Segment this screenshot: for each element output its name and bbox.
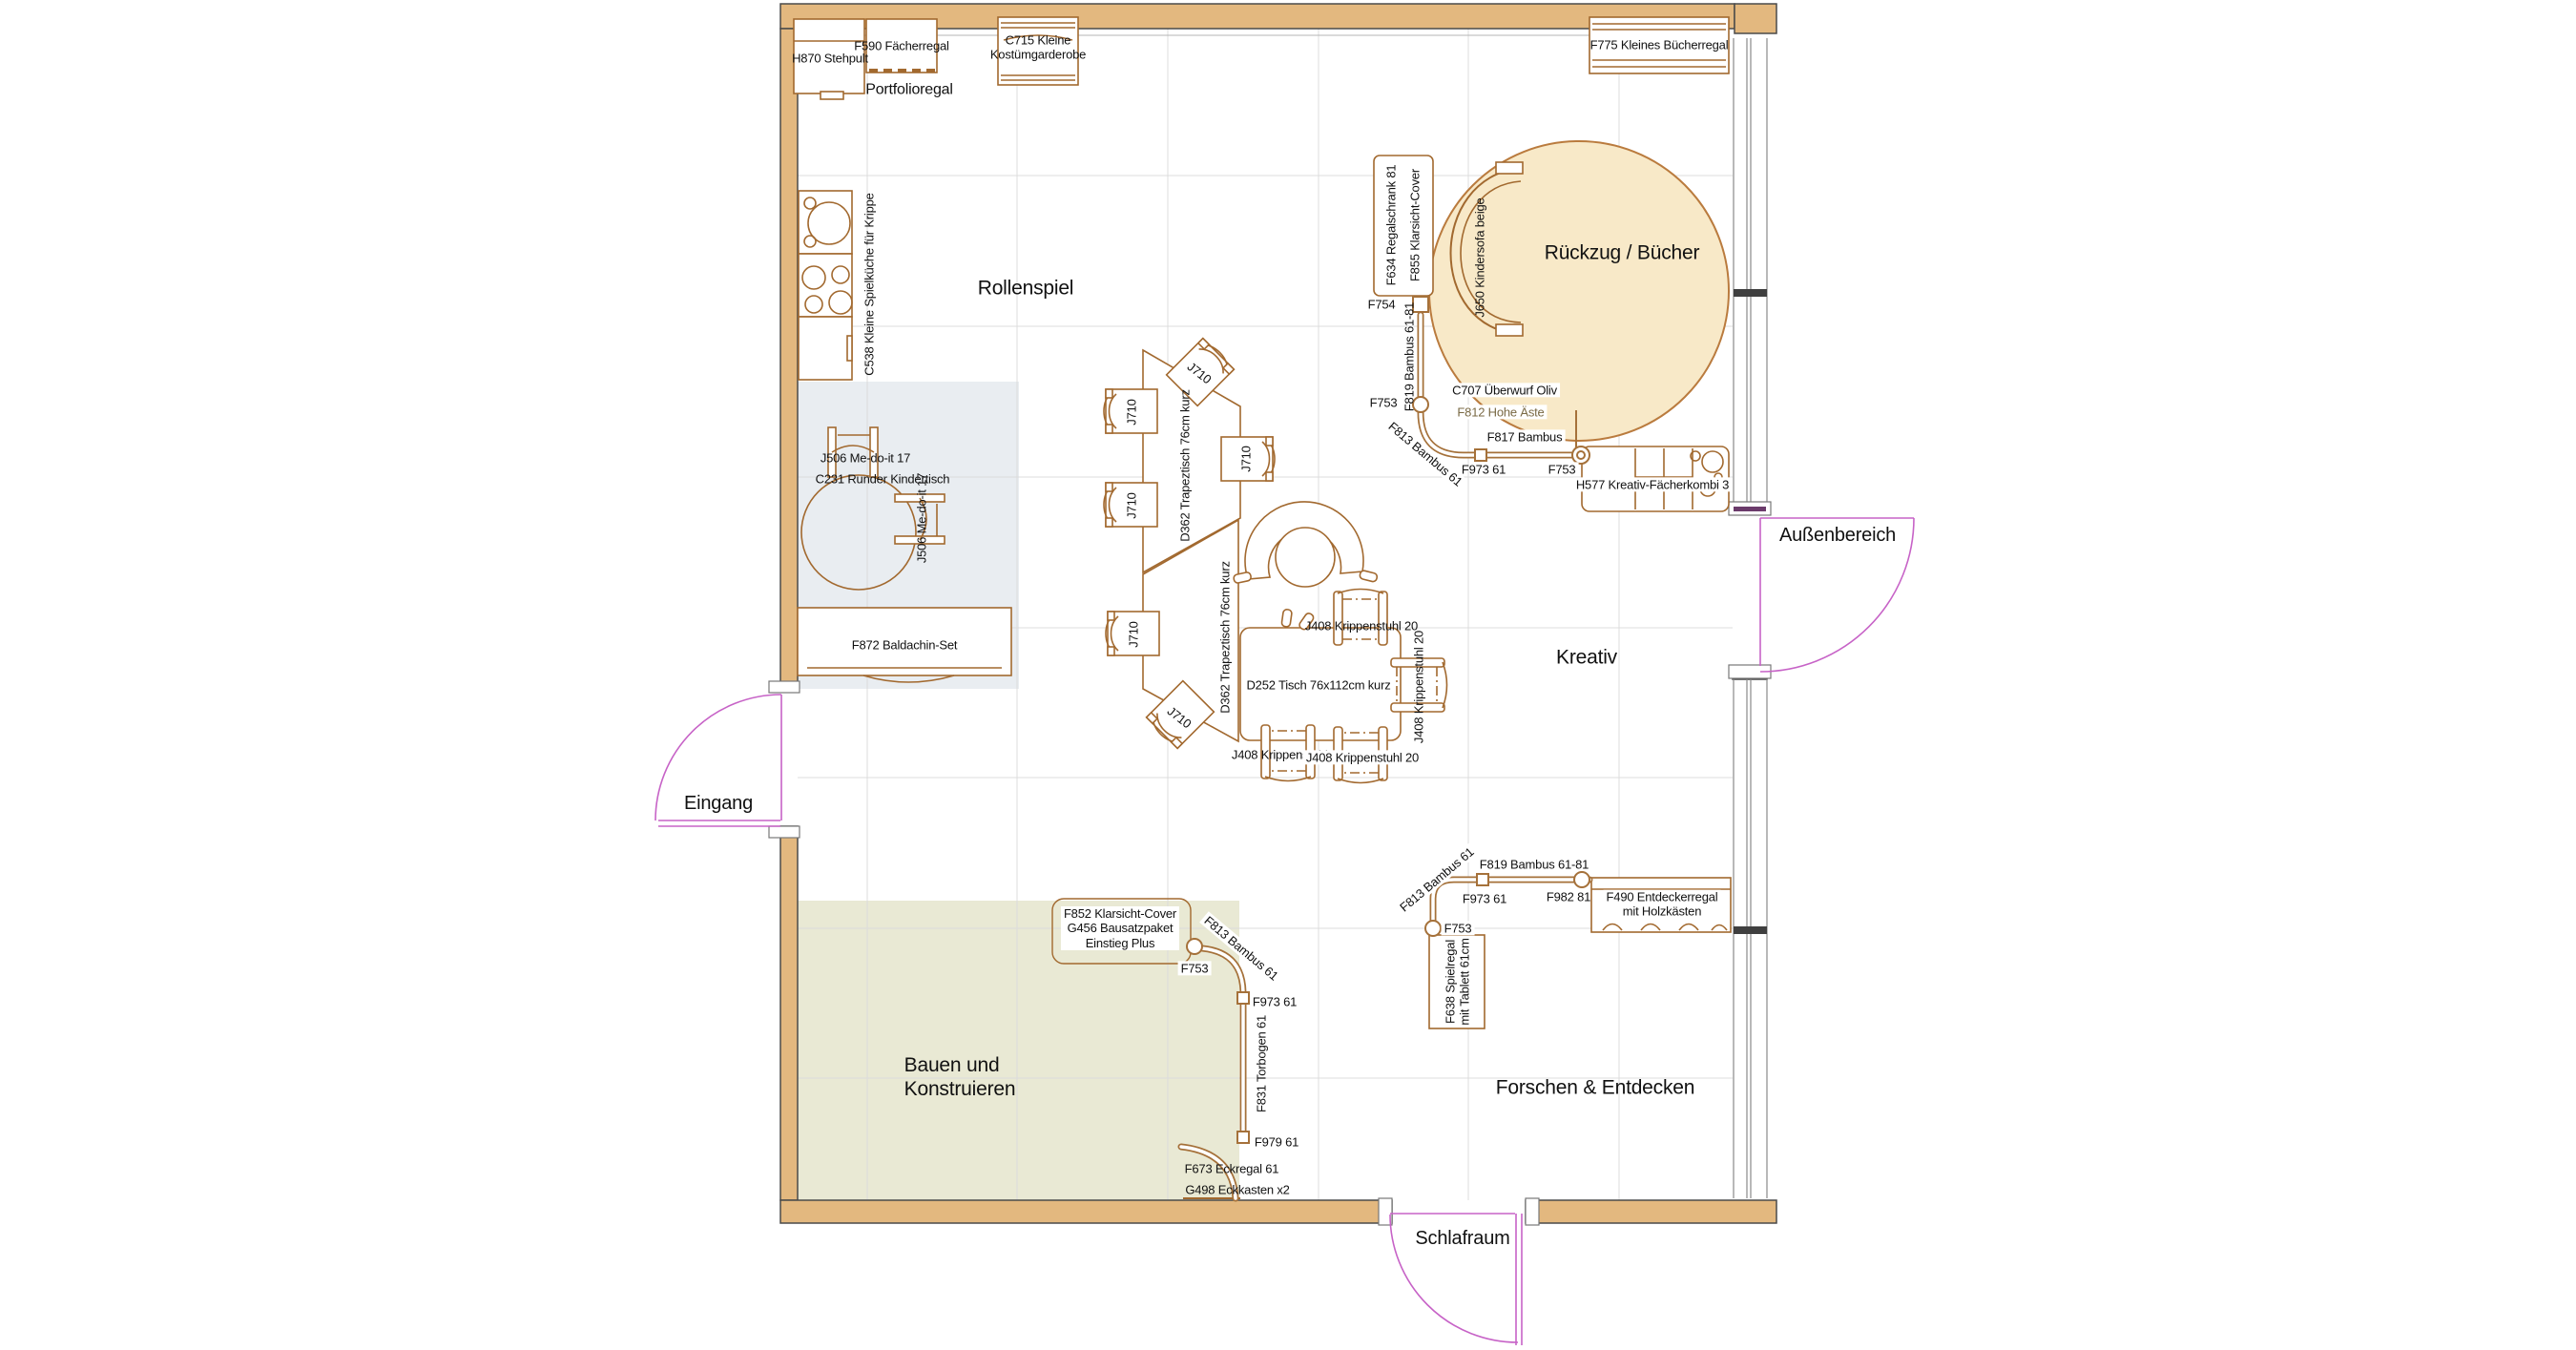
label-f590-faecherregal: F590 Fächerregal	[854, 38, 949, 53]
stehpult-h870	[793, 18, 865, 100]
area-label-rueckzug-buecher: Rückzug / Bücher	[1544, 241, 1700, 264]
label-j710-4: J710	[1238, 446, 1254, 472]
label-f634-regalschrank: F634 Regalschrank 81	[1383, 164, 1399, 286]
label-j506-medoit-1: J506 Me-do-it 17	[820, 450, 911, 466]
label-f852-g456: F852 Klarsicht-Cover G456 Bausatzpaket E…	[1060, 906, 1180, 950]
area-label-kreativ: Kreativ	[1556, 646, 1617, 669]
wall-left-lower	[779, 825, 799, 1201]
wall-top-right-step	[1734, 3, 1777, 34]
label-f812-hohe-aeste: F812 Hohe Äste	[1454, 405, 1548, 420]
area-label-forschen-entdecken: Forschen & Entdecken	[1495, 1076, 1695, 1099]
door-schlafraum	[1389, 1213, 1523, 1345]
wall-bottom-left	[779, 1199, 1393, 1224]
bausatzpaket-g456	[1051, 898, 1192, 965]
label-f872-baldachin: F872 Baldachin-Set	[851, 637, 958, 653]
area-label-eingang: Eingang	[684, 793, 753, 815]
window-mullion-bottom	[1734, 926, 1767, 934]
area-label-rollenspiel: Rollenspiel	[977, 277, 1074, 300]
doors	[654, 517, 1915, 1345]
label-c707-ueberwurf: C707 Überwurf Oliv	[1449, 383, 1560, 398]
label-f673-eckregal: F673 Eckregal 61	[1184, 1161, 1279, 1176]
label-f819-bambus-top: F819 Bambus 61-81	[1402, 301, 1417, 412]
label-f753-4: F753	[1177, 961, 1212, 976]
label-c231-kindertisch: C231 Runder Kindertisch	[815, 471, 950, 487]
label-f754: F754	[1367, 297, 1396, 312]
label-f638-spielregal: F638 Spielregal mit Tablett 61cm	[1443, 938, 1472, 1026]
wall-left-upper	[779, 28, 799, 690]
label-j408-right: J408 Krippenstuhl 20	[1411, 630, 1426, 744]
baldachin-f872	[797, 607, 1012, 683]
area-label-aussenbereich: Außenbereich	[1778, 525, 1897, 547]
walls	[779, 3, 1777, 1224]
connector-f753-4	[1186, 938, 1203, 955]
wall-top	[779, 3, 1735, 30]
connector-f753-3	[1424, 920, 1442, 937]
connector-f982	[1573, 871, 1590, 888]
label-d362-trapeztisch-2: D362 Trapeztisch 76cm kurz	[1217, 561, 1233, 714]
label-f753-3: F753	[1441, 921, 1475, 936]
runder-kindertisch-c231	[800, 426, 945, 591]
spielbogen-kreisbank	[1233, 501, 1379, 631]
label-h577-kreativ: H577 Kreativ-Fächerkombi 3	[1572, 477, 1733, 492]
label-d362-trapeztisch-1: D362 Trapeztisch 76cm kurz	[1177, 389, 1193, 542]
bamboo-dividers	[1177, 296, 1593, 1202]
label-f855-klarsicht: F855 Klarsicht-Cover	[1407, 168, 1423, 282]
label-f831-torbogen: F831 Torbogen 61	[1254, 1014, 1269, 1113]
buecherregal-f775	[1589, 16, 1730, 74]
label-g498-eckkasten: G498 Eckkasten x2	[1185, 1182, 1290, 1197]
area-label-portfolioregal: Portfolioregal	[865, 81, 953, 98]
label-f973-3: F973 61	[1252, 994, 1298, 1009]
label-f973-2: F973 61	[1462, 891, 1507, 906]
area-label-schlafraum: Schlafraum	[1415, 1228, 1510, 1250]
label-c538-spielkueche: C538 Kleine Spielküche für Krippe	[862, 193, 877, 376]
label-f753-1: F753	[1366, 395, 1401, 410]
kindersofa-j650	[1449, 161, 1524, 337]
connector-f979	[1236, 1131, 1250, 1144]
label-j710-2: J710	[1124, 492, 1139, 519]
zone-bauen-green	[798, 901, 1239, 1200]
label-h870-stehpult: H870 Stehpult	[792, 51, 868, 66]
connector-f753-1	[1412, 396, 1429, 413]
label-f979: F979 61	[1254, 1134, 1299, 1150]
door-eingang	[654, 694, 782, 827]
windows	[768, 38, 1772, 1226]
zones	[798, 382, 1239, 1200]
label-f490-entdeckerregal: F490 Entdeckerregal mit Holzkästen	[1603, 889, 1721, 920]
connector-f754	[1412, 296, 1429, 313]
label-f819-bambus-right: F819 Bambus 61-81	[1479, 857, 1589, 872]
area-label-bauen-konstruieren: Bauen und Konstruieren	[904, 1054, 1016, 1100]
connector-f973-2	[1476, 873, 1489, 886]
kostuemgarderobe-c715	[997, 16, 1079, 86]
spielkueche-c538	[798, 190, 853, 381]
regalschrank-f634	[1373, 155, 1434, 297]
door-aussenbereich	[1759, 517, 1915, 673]
label-j506-medoit-2: J506 Me-do-it 17	[914, 472, 929, 564]
label-f982: F982 81	[1546, 889, 1591, 904]
label-f817-bambus: F817 Bambus	[1484, 429, 1566, 445]
label-j408-top: J408 Krippenstuhl 20	[1304, 618, 1419, 633]
bamboo-connectors	[1186, 296, 1590, 1144]
label-f753-2: F753	[1545, 462, 1579, 477]
connector-f973-1	[1474, 448, 1487, 462]
label-j650-kindersofa: J650 Kindersofa beige	[1472, 197, 1487, 318]
wall-bottom-right	[1525, 1199, 1777, 1224]
spielregal-f638	[1428, 934, 1485, 1029]
connector-f973-3	[1236, 991, 1250, 1005]
faecherregal-f590	[865, 18, 938, 73]
window-mullion-top	[1734, 289, 1767, 297]
label-f775-buecherregal: F775 Kleines Bücherregal	[1589, 37, 1729, 52]
label-d252-tisch: D252 Tisch 76x112cm kurz	[1246, 677, 1391, 693]
label-j710-3: J710	[1126, 621, 1141, 648]
label-c715-kostuemgarderobe: C715 Kleine Kostümgarderobe	[989, 32, 1087, 62]
tisch-d252	[1239, 627, 1402, 741]
label-j408-bottom: J408 Krippenstuhl 20	[1302, 750, 1423, 765]
label-f973-1: F973 61	[1461, 462, 1506, 477]
label-j710-1: J710	[1124, 399, 1139, 426]
